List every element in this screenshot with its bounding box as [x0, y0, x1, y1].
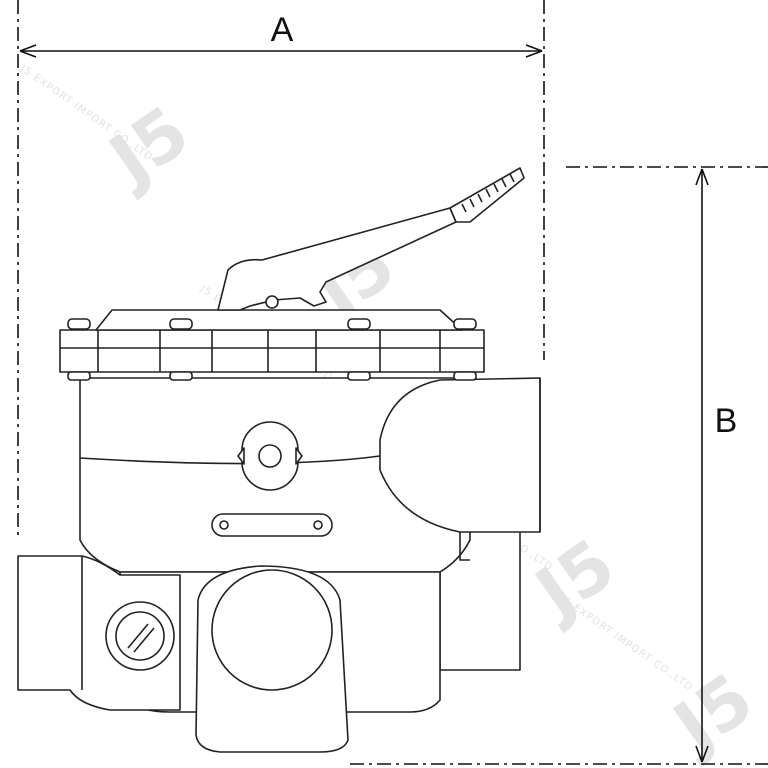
lid-top	[95, 309, 463, 331]
dimension-label-b: B	[715, 402, 738, 440]
handle-grip-ridges	[461, 173, 515, 213]
elbow-bottom	[459, 532, 470, 561]
handle-pivot-pin	[265, 295, 279, 309]
bolt-head	[453, 318, 477, 330]
bolt-head	[67, 318, 91, 330]
arrowhead-bottom	[695, 745, 709, 763]
dimension-label-a: A	[271, 11, 294, 49]
arrowhead-right	[525, 44, 543, 58]
watermark-logo: J5	[92, 90, 204, 202]
bolt-head	[169, 318, 193, 330]
handle-lever	[217, 207, 457, 311]
bolt-nut	[67, 371, 91, 381]
lid-ribs	[97, 330, 441, 372]
boss-tabs	[237, 447, 303, 465]
watermark-company: J5 EXPORT IMPORT CO.,LTD	[557, 593, 694, 694]
drain-plug	[115, 611, 165, 661]
lid-flange	[59, 329, 485, 373]
plate-rivet-right	[313, 520, 323, 530]
bolt-nut	[347, 371, 371, 381]
sight-glass	[258, 444, 282, 468]
multiport-valve	[17, 167, 541, 753]
drain-plug-slot	[127, 623, 155, 653]
arrowhead-left	[19, 44, 37, 58]
watermark-logo: J5	[518, 523, 630, 635]
left-port-pipe	[17, 555, 181, 711]
plate-rivet-left	[219, 520, 229, 530]
dimension-b	[350, 166, 768, 765]
bolt-head	[347, 318, 371, 330]
lid-bolts	[67, 318, 477, 381]
name-plate	[211, 513, 333, 537]
arrowhead-top	[695, 168, 709, 186]
front-port-opening	[211, 569, 333, 691]
dimension-a	[17, 0, 545, 540]
bolt-nut	[453, 371, 477, 381]
side-elbow	[379, 377, 541, 533]
handle-grip	[449, 167, 525, 223]
bolt-nut	[169, 371, 193, 381]
